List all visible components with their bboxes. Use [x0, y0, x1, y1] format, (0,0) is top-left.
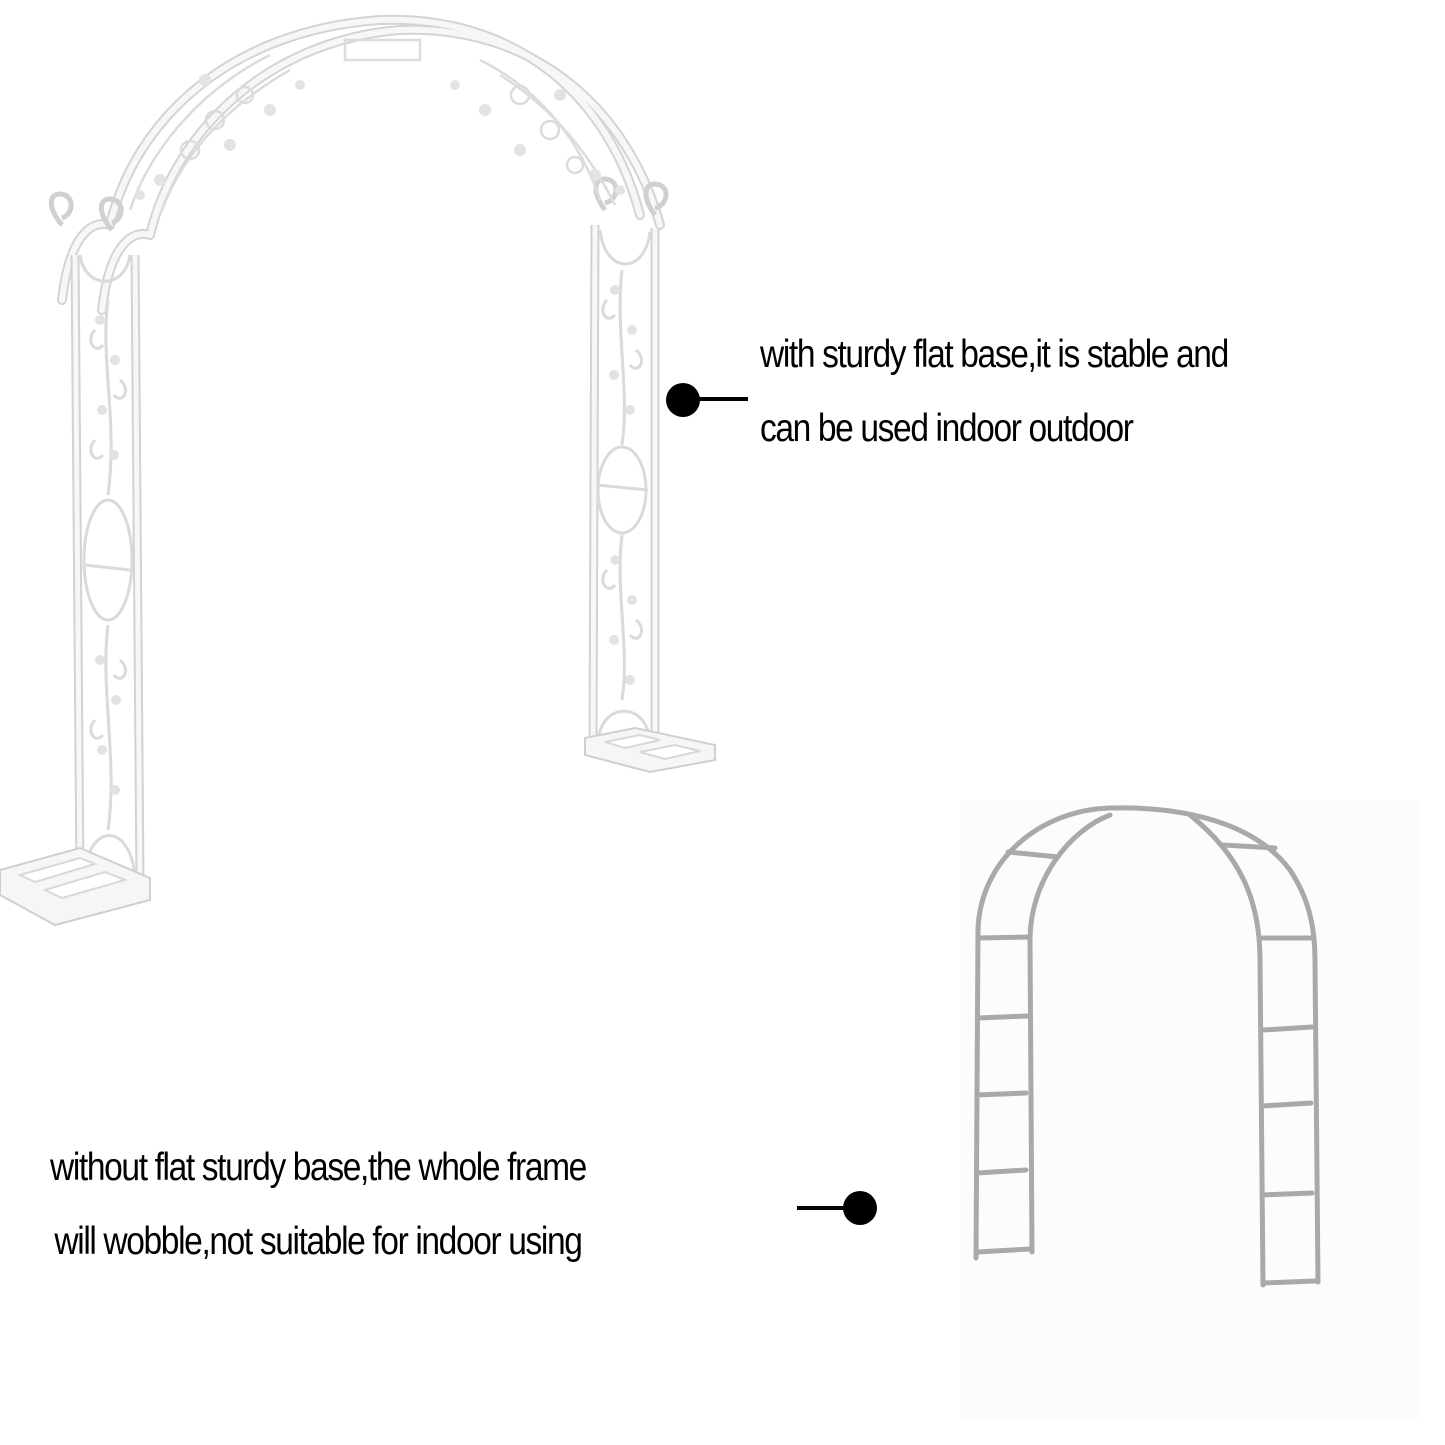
caption-with-base: with sturdy flat base,it is stable and c… [760, 318, 1229, 466]
pointer-line [692, 397, 748, 401]
caption-line: with sturdy flat base,it is stable and [760, 333, 1229, 376]
caption-without-base: without flat sturdy base,the whole frame… [50, 1131, 587, 1279]
caption-line: will wobble,not suitable for indoor usin… [54, 1220, 583, 1263]
caption-line: can be used indoor outdoor [760, 407, 1134, 450]
caption-line: without flat sturdy base,the whole frame [50, 1146, 587, 1189]
pointer-dot-icon [843, 1191, 877, 1225]
pointer-line [797, 1206, 853, 1210]
